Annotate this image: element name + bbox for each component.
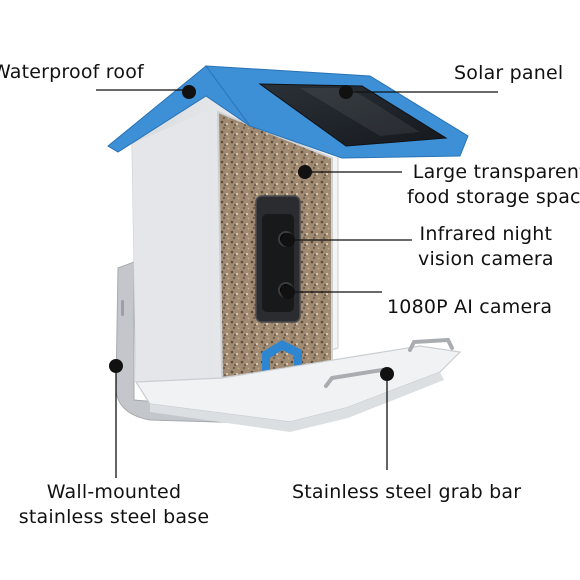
- solar-callout-dot: [339, 85, 353, 99]
- callouts: [96, 85, 498, 478]
- storage-callout-dot: [298, 165, 312, 179]
- solar-panel-label: Solar panel: [454, 62, 564, 84]
- wall-base-label: Wall-mounted stainless steel base: [18, 481, 210, 528]
- waterproof-roof-label: Waterproof roof: [0, 61, 144, 83]
- feeding-tray-edge: [150, 372, 444, 432]
- grab-callout-dot: [380, 367, 394, 381]
- ai-camera-label: 1080P AI camera: [387, 296, 553, 318]
- feeder-side: [132, 110, 208, 386]
- seed-latch: [262, 340, 302, 384]
- grab-bar-label: Stainless steel grab bar: [292, 481, 522, 503]
- solar-panel-sheen: [300, 88, 420, 136]
- night-vision-label: Infrared night vision camera: [418, 223, 554, 270]
- ai-callout-dot: [281, 285, 295, 299]
- roof-callout-dot: [182, 85, 196, 99]
- solar-panel: [258, 83, 448, 147]
- wall-base-slot: [121, 300, 124, 316]
- grab-bar-rear: [408, 337, 454, 352]
- storage-space-label: Large transparent food storage space: [407, 161, 580, 208]
- base-callout-dot: [109, 359, 123, 373]
- night-callout-dot: [281, 233, 295, 247]
